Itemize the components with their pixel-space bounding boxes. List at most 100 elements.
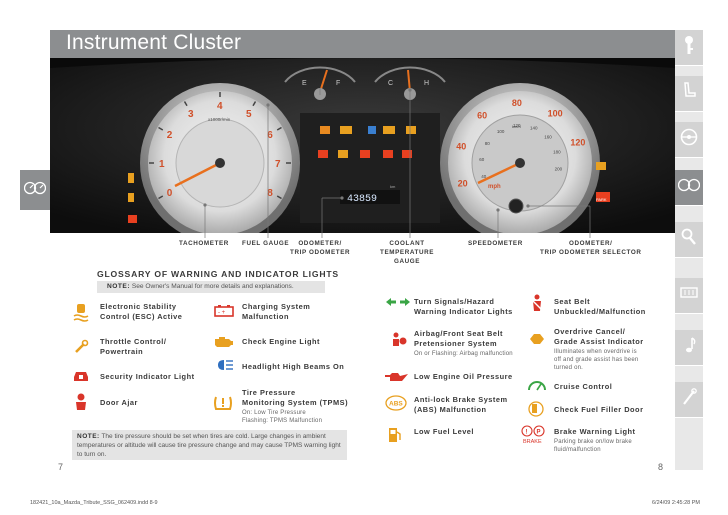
fuel-e-label: E [302, 80, 307, 87]
tach-needle [174, 161, 221, 188]
seatbelt-label: Seat Belt Unbuckled/Malfunction [554, 297, 646, 316]
gauge-cluster-icon [23, 181, 47, 200]
glossary-note-label: NOTE: [107, 283, 131, 290]
brake-subtext: Parking brake on/low brake fluid/malfunc… [554, 439, 632, 453]
high-beam-icon [214, 358, 234, 372]
door-label: Door Ajar [100, 398, 138, 407]
speedo-unit-label: km/h [512, 124, 521, 129]
speedo-kmh-numeral: 40 [481, 174, 487, 179]
airbag-label: Airbag/Front Seat Belt Pretensioner Syst… [414, 329, 513, 358]
check-engine-label: Check Engine Light [242, 337, 320, 346]
door-ajar-icon [72, 393, 90, 411]
page-number-left: 7 [58, 462, 64, 472]
tpms-subtext: On: Low Tire Pressure Flashing: TPMS Mal… [242, 410, 323, 424]
seatbelt-icon [527, 294, 547, 312]
speedo-numeral: 40 [456, 142, 466, 152]
tach-numeral: 5 [246, 109, 252, 120]
high-beam-label: Headlight High Beams On [242, 362, 345, 371]
seat-icon [681, 81, 697, 106]
fuel-label: Low Fuel Level [414, 427, 474, 436]
tach-tick [252, 101, 257, 107]
speedo-numeral: 80 [512, 98, 522, 108]
odometer-unit: km [390, 184, 396, 189]
esc-icon [72, 302, 90, 324]
tire-note-text: The tire pressure should be set when tir… [77, 433, 341, 458]
speedo-kmh-numeral: 140 [530, 125, 538, 130]
footer-file-name: 182421_10a_Mazda_Tribute_SSG_062409.indd… [30, 500, 158, 506]
center-warning-lights [318, 126, 416, 158]
speedo-kmh-numeral: 180 [553, 149, 561, 154]
speedo-mph-label: mph [488, 184, 501, 190]
tach-numeral: 7 [275, 159, 281, 170]
tpms-title: Tire Pressure Monitoring System (TPMS) [242, 388, 349, 407]
svg-text:!: ! [526, 430, 528, 436]
turn-signal-icon [385, 296, 411, 308]
fuel-pump-icon [386, 426, 404, 444]
tach-numeral: 0 [167, 188, 173, 199]
abs-label: Anti-lock Brake System (ABS) Malfunction [414, 395, 508, 414]
callout-tachometer: TACHOMETER [179, 240, 229, 247]
speedo-needle [477, 161, 521, 185]
overdrive-title: Overdrive Cancel/ Grade Assist Indicator [554, 327, 644, 346]
tools-icon [681, 388, 697, 411]
svg-text:- +: - + [218, 310, 226, 316]
speedo-numeral: 100 [548, 108, 563, 118]
battery-icon: - + [214, 303, 234, 317]
page-top-margin [0, 0, 728, 30]
side-tab-search[interactable] [675, 222, 703, 258]
tach-numeral: 4 [217, 101, 223, 112]
abs-icon: ABS [384, 395, 408, 411]
callout-fuel-gauge: FUEL GAUGE [242, 240, 290, 247]
overdrive-icon [526, 330, 548, 348]
brake-title: Brake Warning Light [554, 427, 636, 436]
tach-numeral: 6 [267, 130, 273, 141]
callout-coolant: COOLANT TEMPERATURE GAUGE [380, 240, 435, 265]
tpms-icon [212, 393, 234, 413]
side-tab-key[interactable] [675, 30, 703, 66]
tpms-label: Tire Pressure Monitoring System (TPMS) On… [242, 388, 348, 425]
gauge-cluster-icon [677, 178, 701, 197]
speedo-kmh-numeral: 60 [479, 157, 485, 162]
left-section-tab[interactable] [20, 170, 50, 210]
tach-tick [158, 195, 164, 200]
temp-c-label: C [388, 80, 393, 87]
footer-timestamp: 6/24/09 2:45:28 PM [652, 500, 701, 506]
security-car-icon [72, 368, 90, 384]
trip-selector-knob [508, 198, 524, 214]
speedo-numeral: 20 [458, 179, 468, 189]
charging-label: Charging System Malfunction [242, 302, 311, 321]
side-tab-cluster[interactable] [675, 170, 703, 206]
check-engine-icon [213, 334, 235, 348]
side-tab-steering[interactable] [675, 122, 703, 158]
wrench-icon [72, 338, 90, 356]
speedo-kmh-numeral: 160 [544, 135, 552, 140]
glossary-title: GLOSSARY OF WARNING AND INDICATOR LIGHTS [97, 269, 339, 279]
speedo-kmh-numeral: 100 [497, 129, 505, 134]
overdrive-subtext: Illuminates when overdrive is off and gr… [554, 349, 639, 371]
oil-can-icon [384, 371, 410, 383]
airbag-icon [388, 330, 408, 350]
tach-numeral: 2 [167, 130, 173, 141]
side-tab-audio[interactable] [675, 330, 703, 366]
speedo-kmh-numeral: 120 [513, 123, 521, 128]
park-badge: PARK [596, 197, 607, 202]
side-tab-seat[interactable] [675, 76, 703, 112]
tire-pressure-note: NOTE: The tire pressure should be set wh… [72, 430, 347, 460]
header-bar [50, 30, 675, 58]
turn-signal-label: Turn Signals/Hazard Warning Indicator Li… [414, 297, 513, 316]
callout-selector: ODOMETER/ TRIP ODOMETER SELECTOR [540, 240, 642, 256]
cruise-label: Cruise Control [554, 382, 613, 391]
tach-numeral: 1 [159, 159, 165, 170]
page-number-right: 8 [658, 462, 664, 472]
speedo-numeral: 120 [570, 138, 585, 148]
side-tab-tools[interactable] [675, 382, 703, 418]
speedo-kmh-numeral: 80 [485, 141, 491, 146]
page-title: Instrument Cluster [66, 31, 242, 54]
callout-speedometer: SPEEDOMETER [468, 240, 523, 247]
oil-label: Low Engine Oil Pressure [414, 372, 513, 381]
side-tab-climate[interactable] [675, 278, 703, 314]
